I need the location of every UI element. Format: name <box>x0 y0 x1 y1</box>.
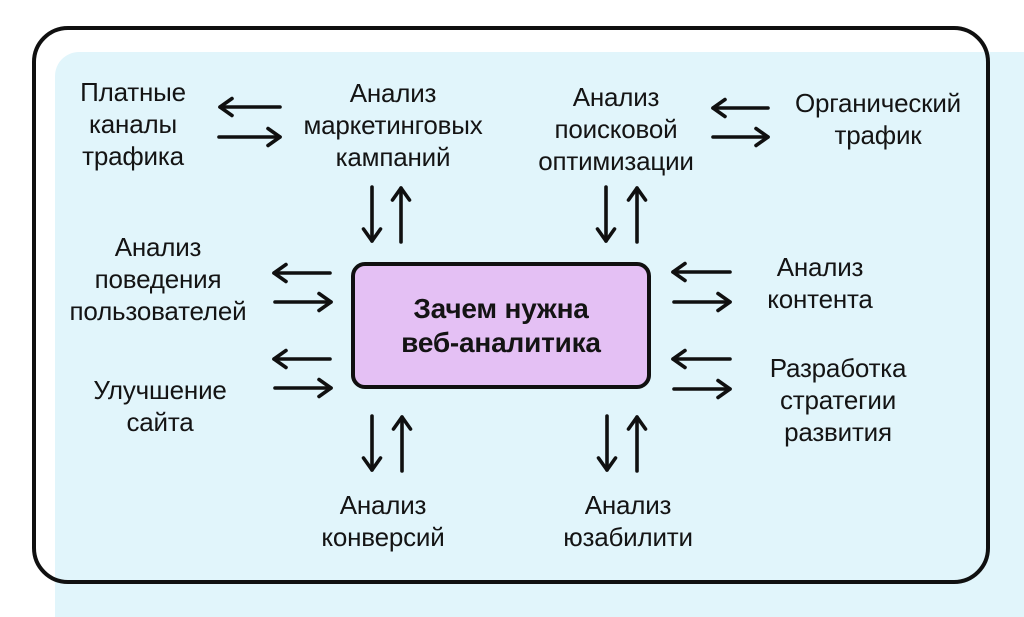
node-user-behavior-analysis: Анализ поведения пользователей <box>33 231 283 327</box>
swap-arrows-horizontal-icon <box>711 97 770 148</box>
node-label-line: Анализ <box>584 490 672 520</box>
node-label-line: Анализ <box>114 232 202 262</box>
swap-arrows-vertical-icon <box>595 185 648 244</box>
node-label-line: Анализ <box>349 78 437 108</box>
node-seo-analysis: Анализ поисковой оптимизации <box>506 81 726 177</box>
node-label-line: каналы <box>89 109 177 139</box>
center-node: Зачем нужна веб-аналитика <box>351 262 651 389</box>
node-label-line: пользователей <box>69 296 247 326</box>
center-node-title-line: Зачем нужна <box>413 292 589 324</box>
node-label-line: сайта <box>126 407 194 437</box>
node-label-line: юзабилити <box>563 522 693 552</box>
node-label-line: контента <box>767 284 873 314</box>
node-strategy-development: Разработка стратегии развития <box>723 352 953 448</box>
node-label-line: Платные <box>80 77 186 107</box>
node-usability-analysis: Анализ юзабилити <box>513 489 743 553</box>
node-site-improvement: Улучшение сайта <box>60 374 260 438</box>
node-marketing-campaign-analysis: Анализ маркетинговых кампаний <box>278 77 508 173</box>
node-label-line: трафика <box>82 141 184 171</box>
node-label-line: поведения <box>94 264 222 294</box>
node-label-line: Анализ <box>572 82 660 112</box>
center-node-title-line: веб-аналитика <box>401 326 601 358</box>
swap-arrows-vertical-icon <box>361 414 413 473</box>
node-label-line: Анализ <box>776 252 864 282</box>
node-label-line: Улучшение <box>93 375 227 405</box>
node-label-line: маркетинговых <box>303 110 483 140</box>
swap-arrows-vertical-icon <box>361 185 412 244</box>
node-organic-traffic: Органический трафик <box>758 87 998 151</box>
node-content-analysis: Анализ контента <box>720 251 920 315</box>
node-label-line: Органический <box>795 88 961 118</box>
node-label-line: оптимизации <box>538 146 694 176</box>
swap-arrows-vertical-icon <box>596 414 648 473</box>
swap-arrows-horizontal-icon <box>272 262 333 313</box>
swap-arrows-horizontal-icon <box>272 348 333 399</box>
node-paid-traffic-channels: Платные каналы трафика <box>38 76 228 172</box>
swap-arrows-horizontal-icon <box>671 348 732 400</box>
diagram-border-frame <box>32 26 990 584</box>
node-label-line: стратегии <box>779 385 897 415</box>
node-label-line: развития <box>784 417 892 447</box>
swap-arrows-horizontal-icon <box>217 96 282 148</box>
node-label-line: Анализ <box>339 490 427 520</box>
node-label-line: Разработка <box>769 353 907 383</box>
node-conversion-analysis: Анализ конверсий <box>273 489 493 553</box>
swap-arrows-horizontal-icon <box>671 261 732 313</box>
node-label-line: конверсий <box>321 522 445 552</box>
node-label-line: трафик <box>834 120 922 150</box>
node-label-line: кампаний <box>335 142 451 172</box>
node-label-line: поисковой <box>554 114 678 144</box>
